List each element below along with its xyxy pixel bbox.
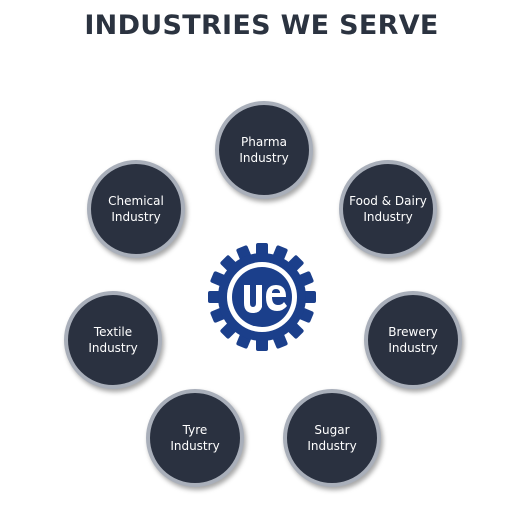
industry-label-line2: Industry: [363, 210, 413, 224]
industry-label-line2: Industry: [111, 210, 161, 224]
industry-node-chemical: Chemical Industry: [87, 160, 185, 258]
industry-label-line2: Industry: [170, 439, 220, 453]
industry-label-line2: Industry: [88, 341, 138, 355]
page-title: INDUSTRIES WE SERVE: [84, 10, 439, 41]
industry-node-tyre: Tyre Industry: [146, 389, 244, 487]
gear-logo-graphic: [208, 243, 316, 351]
industry-label-line1: Sugar: [314, 423, 350, 437]
industry-label-line2: Industry: [388, 341, 438, 355]
industry-node-pharma: Pharma Industry: [215, 101, 313, 199]
industry-label-line1: Textile: [93, 325, 133, 339]
industry-label-line2: Industry: [239, 151, 289, 165]
gear-logo-icon: [206, 241, 318, 353]
industry-label-line1: Brewery: [388, 325, 438, 339]
industry-node-sugar: Sugar Industry: [283, 389, 381, 487]
industry-label-line1: Tyre: [182, 423, 208, 437]
industry-node-textile: Textile Industry: [64, 291, 162, 389]
industry-label-line1: Chemical: [108, 194, 164, 208]
industry-label-line2: Industry: [307, 439, 357, 453]
industry-label-line1: Food & Dairy: [349, 194, 427, 208]
industry-node-food-dairy: Food & Dairy Industry: [339, 160, 437, 258]
industry-label-line1: Pharma: [241, 135, 287, 149]
industry-node-brewery: Brewery Industry: [364, 291, 462, 389]
